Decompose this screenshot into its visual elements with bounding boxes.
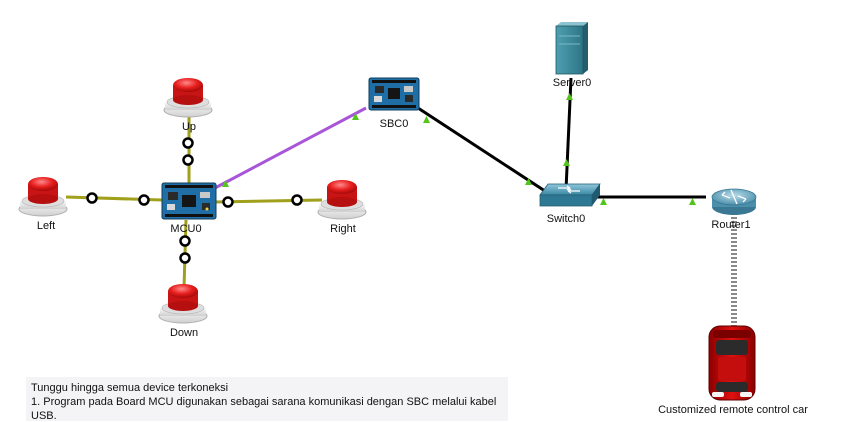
device-label-sbc: SBC0: [379, 118, 409, 130]
link-up-triangle: [352, 113, 359, 120]
device-label-car: Customized remote control car: [658, 404, 808, 416]
link-up-triangle: [689, 198, 696, 205]
iot-port-marker: [179, 235, 191, 247]
car-icon[interactable]: [708, 325, 756, 401]
iot-port-marker: [179, 252, 191, 264]
push-button-icon[interactable]: [158, 284, 208, 324]
server-icon[interactable]: [555, 22, 588, 75]
device-label-left: Left: [36, 220, 56, 232]
instruction-note[interactable]: Tunggu hingga semua device terkoneksi 1.…: [26, 377, 508, 422]
note-line-2: 1. Program pada Board MCU digunakan seba…: [31, 396, 497, 422]
device-label-switch: Switch0: [546, 213, 586, 225]
device-label-server: Server0: [552, 77, 592, 89]
device-label-mcu: MCU0: [170, 223, 202, 235]
device-label-right: Right: [330, 223, 356, 235]
link-sbc-switch[interactable]: [417, 106, 549, 195]
link-up-triangle: [566, 93, 573, 100]
link-up-triangle: [525, 178, 532, 185]
iot-port-marker: [138, 194, 150, 206]
mcu-board-icon[interactable]: [161, 182, 217, 220]
device-label-up: Up: [181, 121, 197, 133]
device-label-down: Down: [169, 327, 199, 339]
iot-port-marker: [182, 154, 194, 166]
link-mcu-sbc-usb[interactable]: [214, 106, 367, 190]
link-up-triangle: [600, 198, 607, 205]
iot-port-marker: [86, 192, 98, 204]
push-button-icon[interactable]: [18, 177, 68, 217]
note-line-1: Tunggu hingga semua device terkoneksi: [31, 382, 229, 394]
iot-port-marker: [222, 196, 234, 208]
router-icon[interactable]: [711, 188, 757, 215]
iot-port-marker: [291, 194, 303, 206]
link-up-triangle: [222, 180, 229, 187]
device-label-router: Router1: [711, 219, 751, 231]
iot-port-marker: [182, 137, 194, 149]
link-up-triangle: [563, 159, 570, 166]
port-markers: [86, 93, 696, 264]
switch-icon[interactable]: [539, 183, 601, 207]
link-up-triangle: [423, 116, 430, 123]
push-button-icon[interactable]: [163, 78, 213, 118]
sbc-board-icon[interactable]: [368, 77, 420, 111]
push-button-icon[interactable]: [317, 180, 367, 220]
